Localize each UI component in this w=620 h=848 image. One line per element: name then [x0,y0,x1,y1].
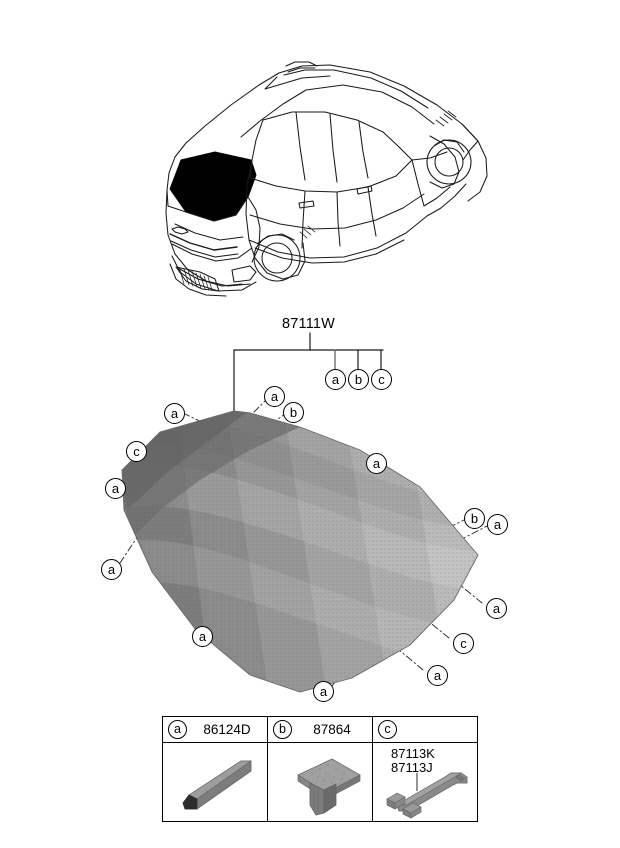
panel-callout-a-10[interactable]: a [427,665,448,686]
panel-callout-b-2[interactable]: b [464,508,485,529]
panel-callout-a-5[interactable]: a [313,681,334,702]
panel-callout-a-1[interactable]: a [164,403,185,424]
legend-column-b: b 87864 [268,717,373,821]
bracket-strap-icon [386,772,468,819]
panel-callout-c-1[interactable]: c [126,441,147,462]
legend-subcode-87113J: 87113J [391,759,433,775]
legend-code-b: 87864 [313,722,351,737]
legend-icon-c-cell: 87113K 87113J [373,743,477,821]
legend-badge-c: c [378,720,397,739]
legend-code-a: 86124D [203,722,251,737]
panel-callout-b-1[interactable]: b [283,402,304,423]
t-grommet-icon [297,758,361,816]
panel-callout-a-9[interactable]: a [486,598,507,619]
bracket-callout-a[interactable]: a [325,369,346,390]
panel-callout-a-7[interactable]: a [366,453,387,474]
legend-header-c: c [373,717,477,743]
panel-callout-c-2[interactable]: c [453,633,474,654]
legend-icon-a-cell [163,743,267,821]
panel-callout-a-8[interactable]: a [487,514,508,535]
panel-callout-a-3[interactable]: a [101,559,122,580]
legend-subcode-87113K: 87113K [391,746,435,761]
legend-table: a 86124D [162,716,478,822]
legend-column-c: c 87113K 87113J [373,717,477,821]
bracket-callout-b[interactable]: b [348,369,369,390]
legend-badge-b: b [273,720,292,739]
legend-icon-b-cell [268,743,372,821]
page-title-part-number: 87111W [282,316,336,332]
elongated-clip-icon [182,760,253,810]
legend-header-a: a 86124D [163,717,267,743]
legend-header-b: b 87864 [268,717,372,743]
panel-callout-a-4[interactable]: a [192,626,213,647]
legend-badge-a: a [168,720,187,739]
panel-callout-a-2[interactable]: a [105,478,126,499]
legend-subcodes-c: 87113K 87113J [391,747,435,774]
bracket-callout-c[interactable]: c [371,369,392,390]
legend-column-a: a 86124D [163,717,268,821]
panel-callout-a-6[interactable]: a [264,386,285,407]
